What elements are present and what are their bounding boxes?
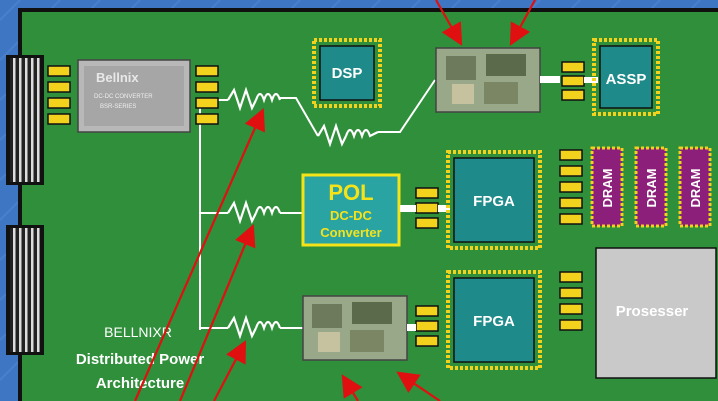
edge-connector-bottom	[6, 225, 44, 355]
arrow-bottom-left	[341, 374, 363, 401]
inductor-symbols	[227, 86, 379, 340]
processor-pads	[559, 271, 583, 331]
bellnix-dc-dc-module: Bellnix DC-DC CONVERTER BSR-SERIES	[77, 59, 191, 133]
pol-subtitle-1: DC-DC	[330, 208, 372, 223]
module-pads	[47, 65, 219, 125]
fpga-bottom-label: FPGA	[473, 313, 515, 330]
pol-title: POL	[328, 180, 373, 205]
assp-trace	[540, 61, 598, 101]
pol-dc-dc-converter: POL DC-DC Converter	[301, 173, 401, 247]
assp-chip: ASSP	[592, 38, 660, 116]
dram-pads	[559, 149, 583, 225]
pol-module-top	[435, 47, 541, 113]
processor-label: Prosesser	[616, 303, 689, 320]
fpga-top-pads	[400, 187, 450, 229]
fpga-bottom-pads	[407, 305, 439, 347]
dram-label-2: DRAM	[644, 169, 659, 208]
edge-connector-top	[6, 55, 44, 185]
dram-chip-1: DRAM	[590, 146, 624, 228]
fpga-chip-top: FPGA	[446, 150, 542, 250]
arrow-inductor-1	[133, 107, 265, 401]
module-line2: BSR-SERIES	[100, 104, 136, 110]
caption-line2: Architecture	[96, 375, 184, 392]
dsp-label: DSP	[332, 65, 363, 82]
pol-subtitle-2: Converter	[320, 225, 381, 240]
caption-line1: Distributed Power	[76, 351, 205, 368]
dram-chip-3: DRAM	[678, 146, 712, 228]
caption-brand: BELLNIXR	[104, 324, 172, 340]
arrow-top-left	[435, 0, 463, 46]
arrow-bottom-right	[396, 371, 441, 401]
arrow-inductor-2	[178, 223, 256, 401]
arrow-top-right	[509, 0, 536, 46]
dsp-chip: DSP	[312, 38, 382, 108]
arrows	[133, 0, 536, 401]
fpga-top-label: FPGA	[473, 193, 515, 210]
fpga-chip-bottom: FPGA	[446, 270, 542, 370]
dram-chip-2: DRAM	[634, 146, 668, 228]
dram-label-1: DRAM	[600, 169, 615, 208]
processor-chip: Prosesser	[595, 247, 717, 379]
dram-label-3: DRAM	[688, 169, 703, 208]
assp-label: ASSP	[606, 71, 647, 88]
pol-module-bottom	[302, 295, 408, 361]
module-brand: Bellnix	[96, 70, 139, 85]
module-line1: DC-DC CONVERTER	[94, 94, 153, 100]
arrow-inductor-3	[213, 340, 247, 401]
